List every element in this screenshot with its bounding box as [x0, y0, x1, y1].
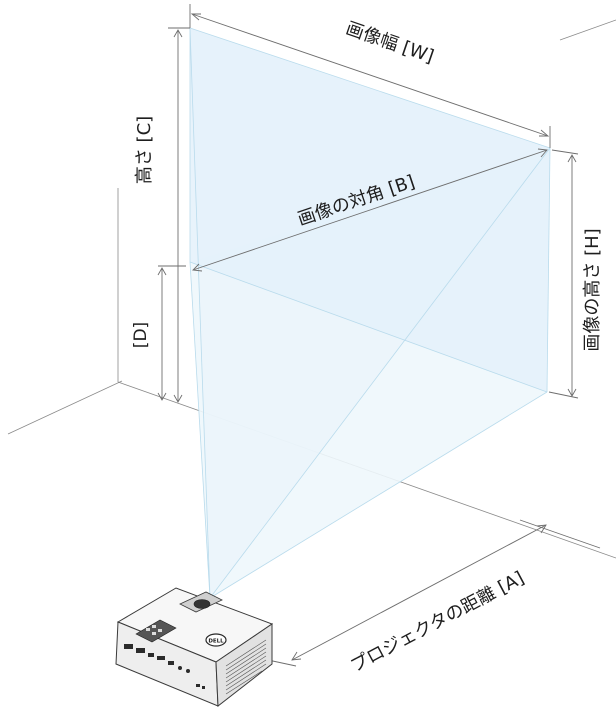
- projector-lens: [193, 599, 211, 609]
- dim-height-c: 高さ [C]: [134, 27, 190, 403]
- distance-arrow-far: [536, 524, 547, 534]
- height-c-label: 高さ [C]: [134, 116, 155, 184]
- offset-d-arrow-bottom: [157, 392, 167, 401]
- offset-d-label: [D]: [131, 322, 151, 348]
- screen-bottom-edge: [189, 261, 548, 393]
- image-height-arrow-top: [567, 154, 577, 163]
- projector-ports: [124, 644, 205, 689]
- ray-top-left: [189, 27, 211, 599]
- projector-side-face: [215, 623, 273, 707]
- projector-distance-label: プロジェクタの距離 [A]: [347, 567, 528, 676]
- width-arrow-right: [539, 129, 550, 137]
- projector-logo: DELL: [208, 639, 224, 645]
- image-height-arrow-bottom: [567, 388, 577, 397]
- dim-offset-d: [D]: [131, 265, 186, 401]
- image-height-bottom-tick: [548, 391, 579, 399]
- image-width-label: 画像幅 [W]: [343, 18, 436, 68]
- height-c-arrow-top: [173, 29, 183, 38]
- width-dimension-line: [191, 13, 549, 137]
- projector-control-panel: [135, 619, 177, 643]
- distance-arrow-near: [291, 651, 302, 661]
- ray-bottom-left: [189, 261, 211, 599]
- projection-beam: [189, 27, 551, 599]
- projector-logo-badge: [205, 633, 227, 647]
- diagonal-arrow-left: [192, 263, 203, 272]
- ray-bottom-right: [209, 391, 548, 599]
- projector-buttons: [146, 625, 162, 635]
- image-height-label: 画像の高さ [H]: [582, 228, 603, 351]
- screen-right-edge: [546, 147, 551, 393]
- ceiling-edge-line: [559, 19, 616, 41]
- width-arrow-left: [190, 13, 201, 21]
- distance-tick-projector: [267, 659, 297, 667]
- diagonal-dimension-line: [192, 149, 548, 271]
- offset-d-arrow-top: [157, 267, 167, 276]
- wall-floor-line: [7, 380, 123, 435]
- image-height-top-tick: [551, 149, 579, 155]
- ray-top-right: [209, 147, 551, 599]
- height-c-arrow-bottom: [173, 394, 183, 403]
- diagonal-arrow-right: [537, 148, 548, 158]
- dim-projector-distance: プロジェクタの距離 [A]: [267, 519, 601, 677]
- distance-tick-screen: [519, 519, 601, 549]
- screen-top-edge: [189, 27, 551, 149]
- projector: DELL: [115, 587, 274, 707]
- projector-vent-grille: [225, 639, 267, 695]
- distance-dimension-line: [291, 524, 547, 661]
- dim-image-height: 画像の高さ [H]: [548, 149, 603, 399]
